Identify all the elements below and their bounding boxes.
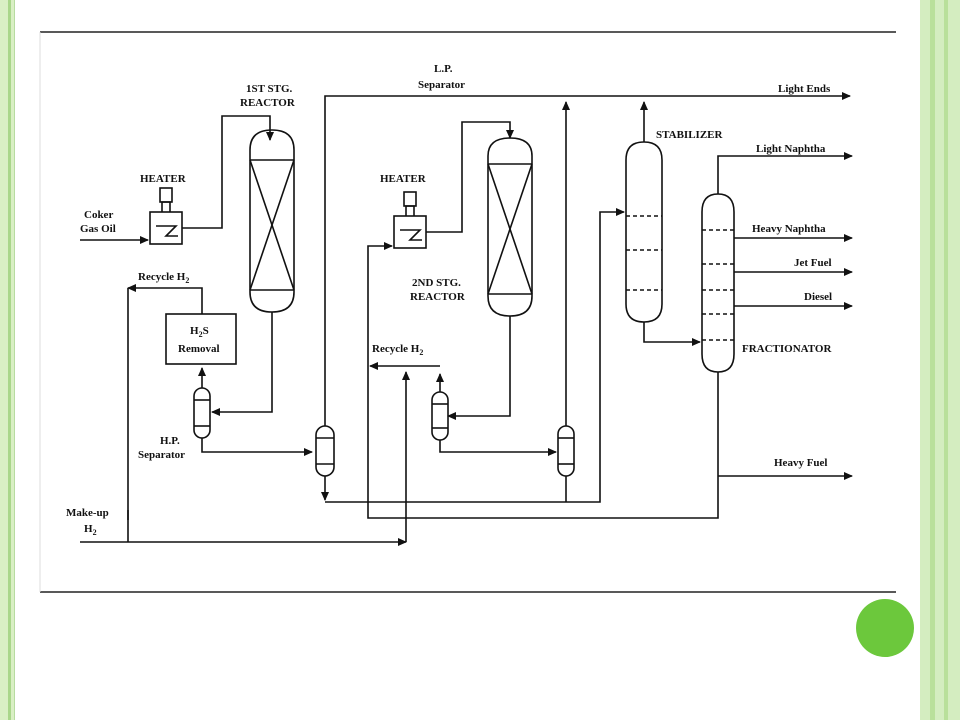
makeup-label-2: H2	[84, 523, 97, 537]
hp-separator-2	[431, 391, 449, 441]
lp-sep-label-1: L.P.	[434, 63, 453, 75]
light-naphtha-label: Light Naphtha	[756, 143, 826, 155]
hp-separator-1	[193, 387, 211, 439]
recycle1-label: Recycle H2	[138, 271, 189, 285]
left-frame-border	[0, 0, 15, 720]
hpsep1-liquid-to-lpsep	[201, 438, 313, 456]
lp-separator	[315, 425, 335, 477]
heater1-label: HEATER	[140, 173, 187, 185]
accent-dot	[856, 599, 914, 657]
reactor1-to-hpsep	[211, 312, 273, 416]
fractionator-label: FRACTIONATOR	[742, 343, 832, 355]
h2s-removal-box	[165, 313, 237, 365]
reactor2-label-1: 2ND STG.	[412, 277, 461, 289]
right-frame-border	[920, 0, 960, 720]
h2s-label-1: H2S	[190, 325, 209, 339]
recycle1-line	[127, 284, 203, 314]
h2s-label-2: Removal	[178, 343, 220, 355]
stabilizer-label: STABILIZER	[656, 129, 723, 141]
separator-3	[557, 425, 575, 477]
heater1-to-reactor1	[182, 115, 274, 229]
heavy-fuel-label: Heavy Fuel	[774, 457, 827, 469]
heavy-naphtha-label: Heavy Naphtha	[752, 223, 826, 235]
feed-label-1: Coker	[84, 209, 113, 221]
lpsep-vapor-up	[324, 92, 851, 426]
reactor1-label-2: REACTOR	[240, 97, 296, 109]
heater2-to-reactor2	[426, 121, 514, 233]
reactor2-label-2: REACTOR	[410, 291, 466, 303]
makeup-label-1: Make-up	[66, 507, 109, 519]
heater-1	[149, 187, 183, 245]
jet-fuel-label: Jet Fuel	[794, 257, 832, 269]
lp-sep-label-2: Separator	[418, 79, 465, 91]
fractionator-column	[701, 193, 735, 373]
light-ends-label: Light Ends	[778, 83, 831, 95]
stabilizer-column	[625, 141, 663, 323]
recycle2-label: Recycle H2	[372, 343, 423, 357]
reactor1-label-1: 1ST STG.	[246, 83, 293, 95]
hp-sep-label-1: H.P.	[160, 435, 180, 447]
heater-2	[393, 191, 427, 249]
reactor-2	[487, 137, 533, 317]
heater2-label: HEATER	[380, 173, 427, 185]
hp-sep-label-2: Separator	[138, 449, 185, 461]
reactor-1	[249, 129, 295, 313]
feed-label-2: Gas Oil	[80, 223, 116, 235]
left-frame-stripe	[8, 0, 11, 720]
diesel-label: Diesel	[804, 291, 832, 303]
